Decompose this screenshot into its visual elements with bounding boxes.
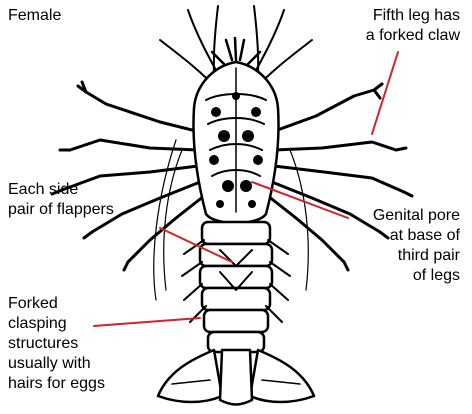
label-genital-pore-line2: at base of (373, 226, 460, 246)
label-forked-clasping-line2: clasping (8, 314, 105, 334)
label-forked-clasping-line4: usually with (8, 354, 105, 374)
label-genital-pore-line4: of legs (373, 266, 460, 286)
carapace (194, 62, 279, 223)
label-fifth-leg: Fifth leg has a forked claw (366, 6, 460, 46)
label-fifth-leg-line1: Fifth leg has (366, 6, 460, 26)
label-side-flappers-line2: pair of flappers (8, 200, 114, 220)
antennules (212, 38, 260, 64)
label-genital-pore-line3: third pair (373, 246, 460, 266)
left-legs (52, 82, 204, 270)
label-side-flappers-line1: Each side (8, 180, 114, 200)
label-female: Female (8, 6, 61, 26)
tail-fan (158, 350, 314, 405)
pointer-forked-clasping (94, 318, 200, 326)
label-forked-clasping-line1: Forked (8, 294, 105, 314)
label-genital-pore-line1: Genital pore (373, 206, 460, 226)
label-genital-pore: Genital pore at base of third pair of le… (373, 206, 460, 286)
label-side-flappers: Each side pair of flappers (8, 180, 114, 220)
label-fifth-leg-line2: a forked claw (366, 26, 460, 46)
label-forked-clasping-line3: structures (8, 334, 105, 354)
label-forked-clasping: Forked clasping structures usually with … (8, 294, 105, 394)
abdomen (200, 222, 272, 352)
label-female-text: Female (8, 6, 61, 26)
label-forked-clasping-line5: hairs for eggs (8, 374, 105, 394)
